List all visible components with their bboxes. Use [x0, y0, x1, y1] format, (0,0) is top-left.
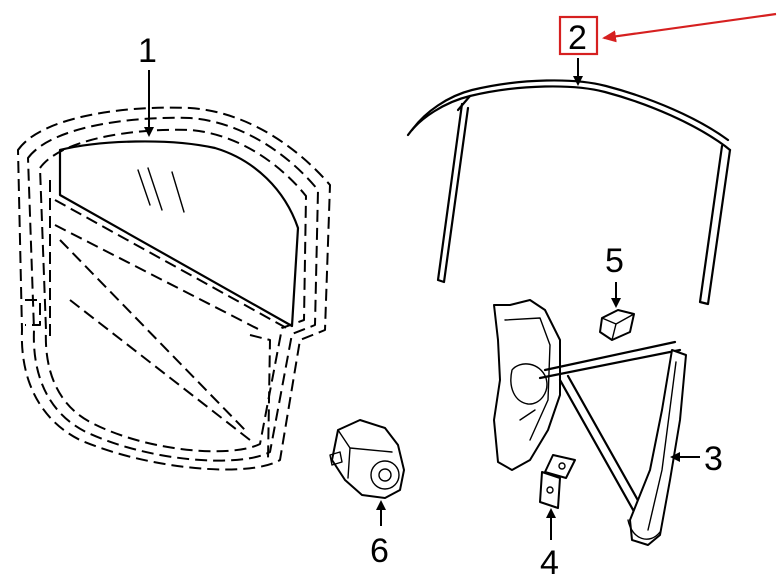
door-glass-assembly [17, 106, 331, 471]
callout-labels: 1 2 3 4 5 6 [138, 15, 723, 578]
callout-5: 5 [605, 242, 624, 280]
window-motor [329, 419, 405, 499]
callout-1: 1 [138, 32, 157, 70]
window-regulator [493, 299, 687, 546]
callout-2-highlight-box [558, 15, 599, 56]
callout-4: 4 [540, 544, 559, 578]
small-clip [599, 309, 635, 341]
callout-6: 6 [370, 532, 389, 570]
bracket-clip [539, 454, 576, 509]
callout-3: 3 [704, 440, 723, 478]
highlight-arrow [602, 12, 777, 43]
glass-run-channel [406, 79, 732, 306]
leader-lines [144, 12, 777, 540]
callout-2: 2 [568, 19, 587, 57]
